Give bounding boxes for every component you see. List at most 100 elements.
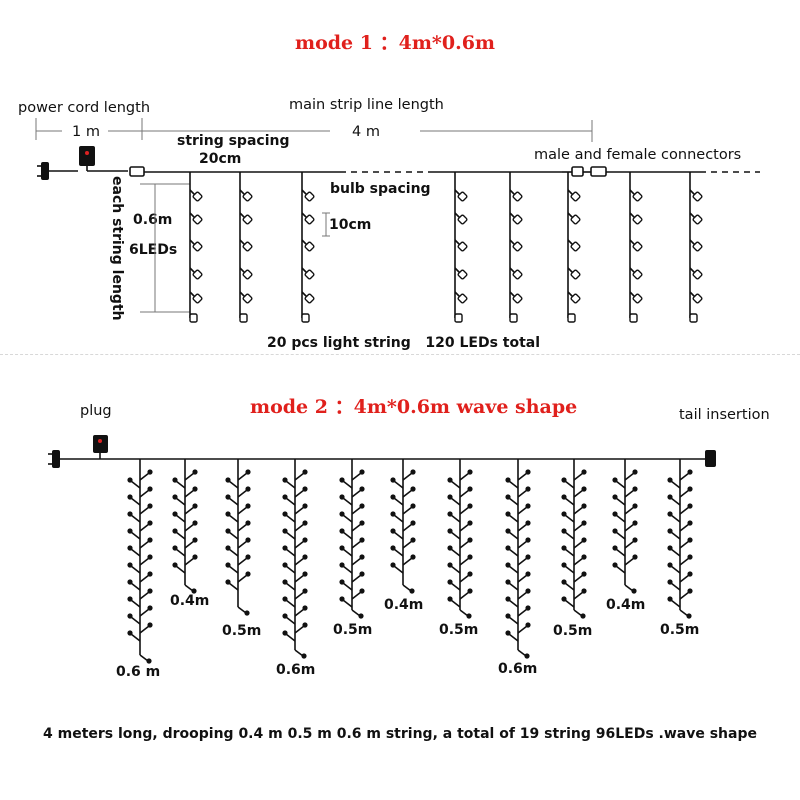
led-bulb-icon [302, 520, 308, 526]
led-bulb-icon [192, 214, 203, 225]
bulb-lead [393, 497, 404, 506]
led-bulb-icon [245, 520, 251, 526]
bulb-lead [450, 599, 461, 608]
led-bulb-icon [632, 486, 638, 492]
bulb-lead [184, 557, 195, 566]
led-bulb-icon [580, 613, 586, 619]
section-divider [0, 354, 800, 355]
led-bulb-icon [466, 613, 472, 619]
bulb-lead [402, 489, 413, 498]
led-bulb-icon [147, 486, 153, 492]
bulb-lead [342, 480, 353, 489]
bulb-lead [294, 625, 305, 634]
led-bulb-icon [687, 486, 693, 492]
led-bulb-icon [632, 554, 638, 560]
led-bulb-icon [447, 528, 453, 534]
bulb-lead [228, 565, 239, 574]
led-bulb-icon [505, 613, 511, 619]
bulb-lead [450, 565, 461, 574]
bulb-lead [184, 472, 195, 481]
bulb-lead [459, 591, 470, 600]
led-bulb-icon [567, 313, 576, 323]
led-bulb-icon [359, 503, 365, 509]
led-bulb-icon [339, 511, 345, 517]
bulb-lead [508, 531, 519, 540]
led-bulb-icon [304, 191, 315, 202]
bulb-lead [517, 489, 528, 498]
bulb-lead [402, 523, 413, 532]
led-bulb-icon [192, 537, 198, 543]
led-bulb-icon [505, 630, 511, 636]
led-bulb-icon [525, 486, 531, 492]
led-bulb-icon [410, 537, 416, 543]
led-bulb-icon [692, 191, 703, 202]
bulb-lead [670, 497, 681, 506]
led-bulb-icon [127, 528, 133, 534]
bulb-lead [294, 506, 305, 515]
bulb-lead [679, 540, 690, 549]
bulb-lead [130, 531, 141, 540]
bulb-lead [573, 506, 584, 515]
bulb-lead [679, 591, 690, 600]
led-bulb-icon [687, 571, 693, 577]
led-bulb-icon [242, 293, 253, 304]
bulb-lead [237, 472, 248, 481]
led-bulb-icon [692, 293, 703, 304]
led-bulb-icon [570, 293, 581, 304]
bulb-lead [402, 557, 413, 566]
led-bulb-icon [127, 545, 133, 551]
bulb-lead [450, 480, 461, 489]
bulb-lead [351, 574, 362, 583]
main-strip-value: 4 m [352, 124, 380, 140]
led-bulb-icon [147, 571, 153, 577]
led-bulb-icon [147, 520, 153, 526]
bulb-lead [342, 531, 353, 540]
bulb-lead [294, 608, 305, 617]
bulb-lead [459, 489, 470, 498]
led-bulb-icon [282, 511, 288, 517]
female-connector-icon [590, 166, 607, 177]
led-bulb-icon [632, 269, 643, 280]
led-bulb-icon [189, 313, 198, 323]
led-bulb-icon [147, 554, 153, 560]
led-bulb-icon [525, 520, 531, 526]
led-bulb-icon [561, 511, 567, 517]
bulb-lead [450, 531, 461, 540]
bulb-lead [237, 557, 248, 566]
led-bulb-icon [570, 269, 581, 280]
led-bulb-icon [447, 579, 453, 585]
bulb-lead [564, 531, 575, 540]
led-bulb-icon [172, 562, 178, 568]
bulb-lead [228, 548, 239, 557]
led-bulb-icon [667, 477, 673, 483]
led-bulb-icon [457, 241, 468, 252]
led-bulb-icon [282, 562, 288, 568]
led-bulb-icon [632, 241, 643, 252]
led-bulb-icon [304, 241, 315, 252]
bulb-lead [285, 514, 296, 523]
bulb-lead [285, 582, 296, 591]
bulb-lead [517, 540, 528, 549]
string-spacing-label: string spacing [177, 133, 290, 149]
led-bulb-icon [147, 537, 153, 543]
led-bulb-icon [191, 588, 197, 594]
led-bulb-icon [225, 477, 231, 483]
bulb-lead [175, 514, 186, 523]
bulb-lead [294, 540, 305, 549]
led-bulb-icon [225, 494, 231, 500]
led-bulb-icon [525, 554, 531, 560]
led-bulb-icon [390, 528, 396, 534]
led-bulb-icon [632, 520, 638, 526]
bulb-lead [508, 582, 519, 591]
led-bulb-icon [127, 596, 133, 602]
led-bulb-icon [687, 554, 693, 560]
led-bulb-icon [570, 214, 581, 225]
bulb-spacing-label: bulb spacing [330, 181, 431, 197]
led-bulb-icon [192, 191, 203, 202]
led-bulb-icon [447, 545, 453, 551]
led-bulb-icon [581, 486, 587, 492]
bulb-lead [564, 548, 575, 557]
bulb-lead [624, 506, 635, 515]
led-bulb-icon [390, 494, 396, 500]
bulb-lead [139, 625, 150, 634]
